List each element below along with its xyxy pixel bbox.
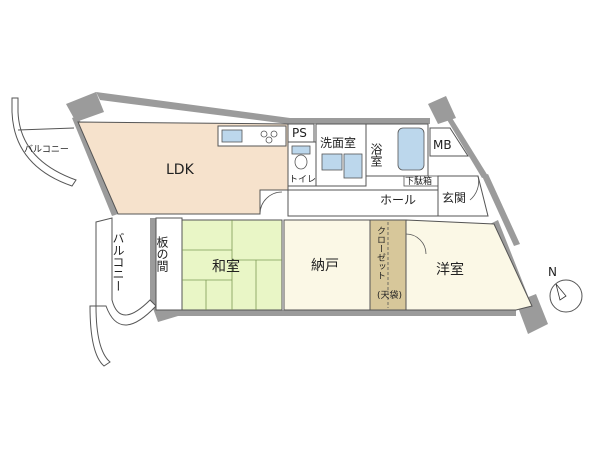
- wall-block-ne: [428, 96, 456, 124]
- room-yoshitsu: 洋室: [405, 219, 533, 311]
- hall-label: ホール: [380, 193, 416, 207]
- balcony-lower-rail: [95, 217, 157, 326]
- room-washroom: 洗面室: [315, 123, 367, 187]
- closet-label: クローゼット: [375, 226, 386, 280]
- mb-label: MB: [433, 138, 452, 152]
- wall-top-wet: [288, 118, 430, 124]
- room-ldk: LDK: [77, 121, 289, 215]
- washroom-label: 洗面室: [320, 135, 356, 150]
- nando-floor: [283, 219, 371, 311]
- washing-machine-space: [343, 153, 363, 179]
- shoe-box-label: 下駄箱: [405, 175, 432, 187]
- room-bath: 浴室: [365, 123, 429, 177]
- toilet-tank: [291, 145, 311, 155]
- kitchen-sink: [221, 129, 243, 143]
- balcony-upper-rail: [11, 97, 77, 187]
- entrance-door-swing: [469, 175, 479, 201]
- wash-basin: [321, 153, 343, 171]
- room-hall: 下駄箱 ホール: [287, 175, 439, 217]
- room-ps: PS: [287, 123, 315, 143]
- bath-label: 浴室: [369, 143, 383, 167]
- stove-burner: [260, 130, 268, 138]
- balcony-upper: バルコニー: [11, 97, 77, 187]
- nando-label: 納戸: [311, 258, 339, 274]
- balcony-lower-label: バルコニー: [111, 232, 125, 292]
- toilet-bowl-icon: [294, 154, 308, 170]
- room-nando: 納戸: [283, 219, 371, 311]
- room-toilet: トイレ: [287, 141, 317, 187]
- wall-ldk-left: [72, 116, 118, 216]
- yoshitsu-floor: [405, 219, 533, 311]
- toilet-label: トイレ: [289, 175, 316, 185]
- bathtub: [397, 127, 425, 171]
- closet-note: (天袋): [377, 289, 402, 301]
- wall-bottom: [176, 310, 516, 316]
- room-washitsu: 和室: [181, 219, 283, 311]
- compass: N: [548, 265, 583, 313]
- wall-mb: [446, 118, 488, 178]
- yoshitsu-label: 洋室: [436, 261, 464, 278]
- room-mb: MB: [429, 127, 469, 157]
- room-closet: クローゼット (天袋): [369, 219, 407, 311]
- room-entrance: 玄関: [437, 175, 489, 217]
- wall-entrance-right: [482, 174, 520, 246]
- stove-burner: [270, 130, 278, 138]
- washitsu-label: 和室: [212, 258, 240, 275]
- tatami-lines: [182, 220, 282, 310]
- ldk-label: LDK: [166, 162, 195, 178]
- room-itanoma: 板の間: [155, 217, 183, 311]
- ps-label: PS: [292, 126, 307, 140]
- balcony-lower: バルコニー: [89, 217, 157, 367]
- stove-burner: [265, 136, 273, 144]
- entrance-label: 玄関: [442, 190, 466, 205]
- wall-block-nw: [66, 92, 104, 122]
- itanoma-label: 板の間: [155, 236, 169, 272]
- ldk-door-swing: [259, 191, 283, 215]
- yoshitsu-door-swing: [405, 233, 427, 255]
- balcony-upper-label: バルコニー: [24, 144, 69, 155]
- wall-top-ldk: [96, 92, 290, 124]
- compass-north-label: N: [548, 265, 557, 279]
- wall-itanoma-left: [150, 218, 156, 300]
